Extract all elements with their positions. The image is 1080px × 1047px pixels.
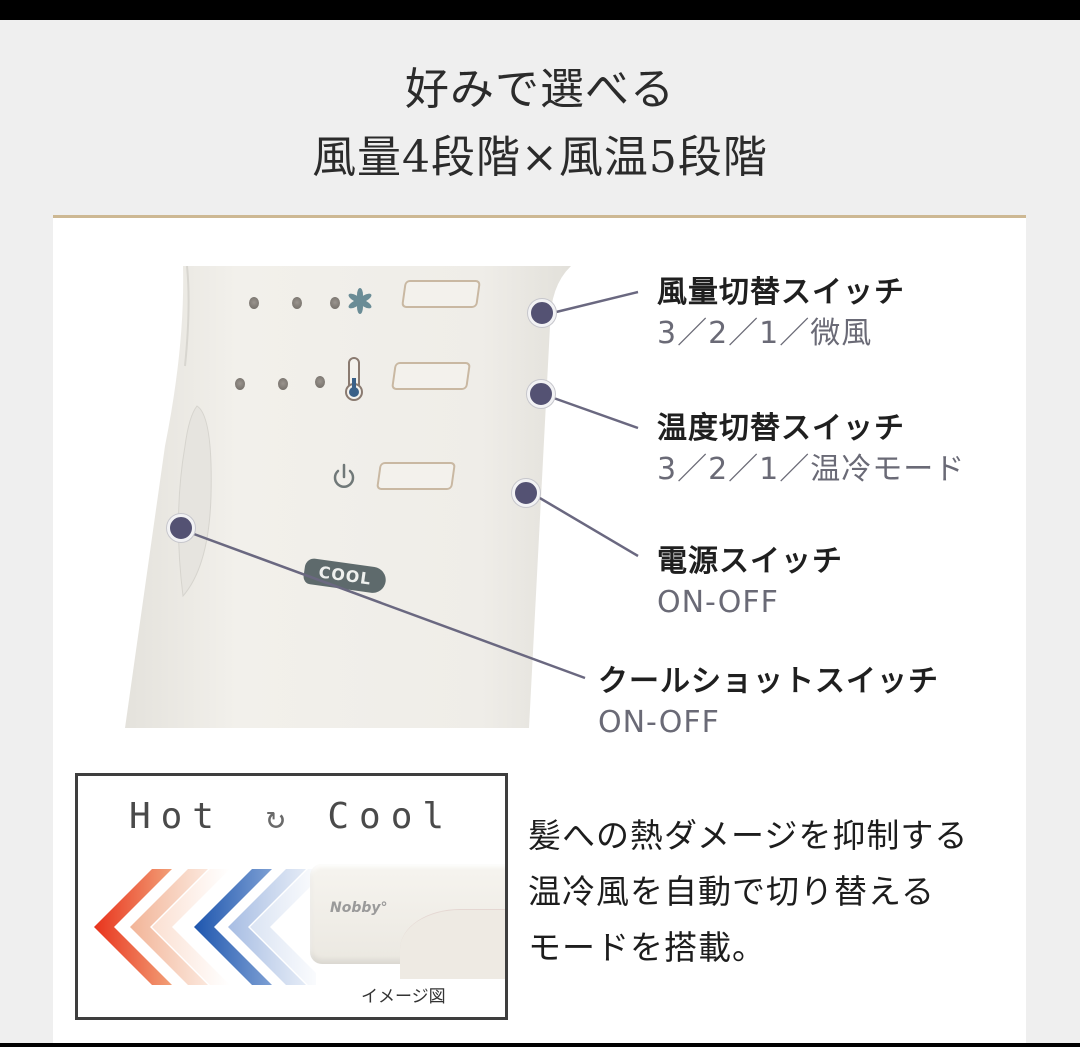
fan-switch-options: 3／2／1／微風 xyxy=(657,316,873,351)
feature-panel: COOL 風量切替スイッチ 3／2／1／微風 温度切替スイッチ 3／2／1／温冷… xyxy=(53,218,1026,1043)
headline-line-2: 風量4段階×風温5段階 xyxy=(312,132,768,183)
description-line-2: 温冷風を自動で切り替える xyxy=(528,872,936,911)
bottom-black-bar xyxy=(0,1043,1080,1047)
image-note: イメージ図 xyxy=(361,987,446,1007)
cool-shot-callout-dot xyxy=(167,514,195,542)
headline-line-1: 好みで選べる xyxy=(405,64,675,115)
temp-led-1 xyxy=(315,376,325,388)
hot-cool-illustration: Hot ↻ Cool xyxy=(75,773,508,1020)
dryer-illustration: COOL xyxy=(125,266,575,728)
cool-shot-switch-label: クールショットスイッチ ON-OFF xyxy=(598,663,939,745)
fan-switch-title: 風量切替スイッチ xyxy=(657,275,905,310)
power-switch-label: 電源スイッチ ON-OFF xyxy=(657,543,843,625)
brand-logo: Nobby° xyxy=(330,900,388,916)
fan-led-2 xyxy=(292,297,302,309)
top-black-bar xyxy=(0,0,1080,20)
temperature-switch-callout-dot xyxy=(527,380,555,408)
hot-label: Hot xyxy=(128,796,224,837)
description-line-1: 髪への熱ダメージを抑制する xyxy=(528,816,969,855)
temperature-switch-options: 3／2／1／温冷モード xyxy=(657,452,966,487)
fan-icon xyxy=(348,288,372,314)
temp-led-2 xyxy=(278,378,288,390)
temp-led-3 xyxy=(235,378,245,390)
power-switch-options: ON-OFF xyxy=(657,585,779,620)
cool-shot-switch-title: クールショットスイッチ xyxy=(598,664,939,699)
fan-switch-callout-dot xyxy=(528,299,556,327)
callout-lines xyxy=(182,290,639,680)
thermometer-icon xyxy=(345,357,363,401)
cycle-arrows-icon: ↻ xyxy=(266,798,286,836)
temperature-switch-title: 温度切替スイッチ xyxy=(657,411,905,446)
temperature-switch-label: 温度切替スイッチ 3／2／1／温冷モード xyxy=(657,410,965,492)
description-line-3: モードを搭載。 xyxy=(528,928,766,967)
fan-switch-label: 風量切替スイッチ 3／2／1／微風 xyxy=(657,274,905,356)
cool-shot-switch-options: ON-OFF xyxy=(598,705,720,740)
feature-description: 髪への熱ダメージを抑制する 温冷風を自動で切り替える モードを搭載。 xyxy=(528,808,1018,976)
power-icon xyxy=(333,463,355,488)
airflow-chevrons xyxy=(94,869,316,985)
fan-led-3 xyxy=(249,297,259,309)
fan-led-1 xyxy=(330,297,340,309)
cool-label: Cool xyxy=(327,796,455,837)
power-switch-callout-dot xyxy=(512,479,540,507)
power-switch-title: 電源スイッチ xyxy=(657,544,843,579)
dryer-nozzle-image: Nobby° xyxy=(310,864,505,979)
product-feature-page: 好みで選べる 風量4段階×風温5段階 xyxy=(0,20,1080,1043)
headline: 好みで選べる 風量4段階×風温5段階 xyxy=(0,56,1080,192)
gold-divider xyxy=(53,215,1026,218)
nozzle-curve xyxy=(400,909,505,979)
hot-cool-title: Hot ↻ Cool xyxy=(78,796,505,837)
